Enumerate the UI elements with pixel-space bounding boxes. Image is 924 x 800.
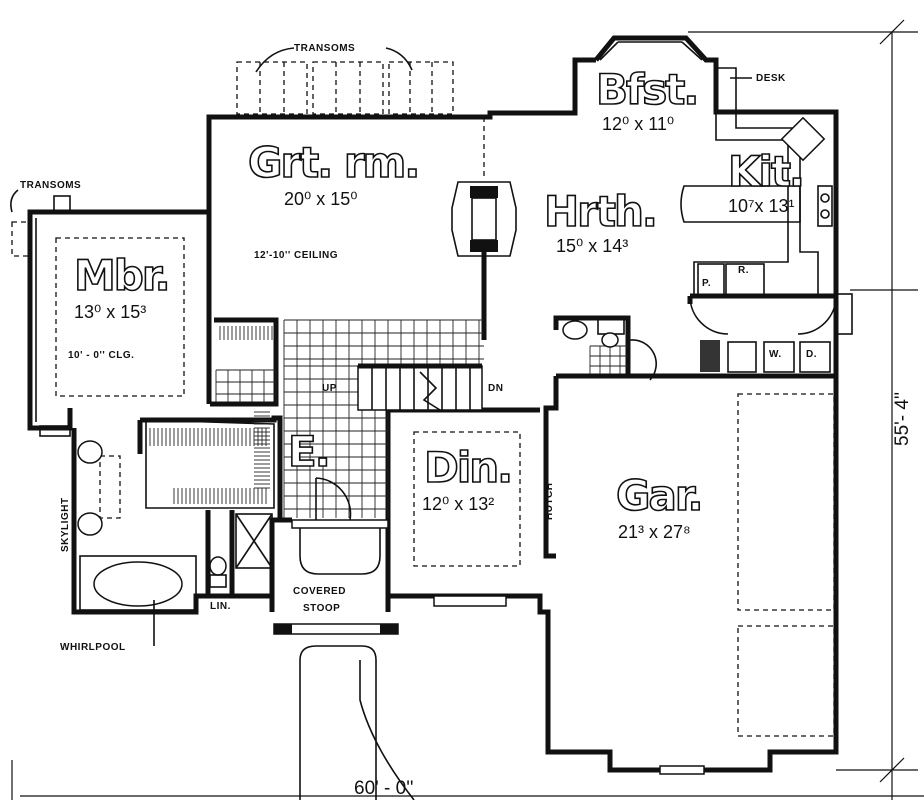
stair-up-label: UP xyxy=(322,383,337,394)
desk-label: DESK xyxy=(756,73,786,84)
whirlpool-label: WHIRLPOOL xyxy=(60,642,126,653)
transom-windows-left xyxy=(10,189,31,257)
dryer-label: D. xyxy=(806,349,817,360)
hearth-size: 15⁰ x 14³ xyxy=(556,236,628,256)
breakfast-name: Bfst. xyxy=(596,65,697,114)
dining-window xyxy=(433,595,507,607)
kitchen-cabinets xyxy=(680,67,833,297)
master-bedroom-size: 13⁰ x 15³ xyxy=(74,302,146,322)
tile-floor xyxy=(215,319,628,518)
width-dimension: 60' - 0'' xyxy=(354,778,413,799)
master-bath xyxy=(39,195,275,611)
laundry-appliances xyxy=(689,295,837,373)
master-bedroom-ceiling-note: 10' - 0'' CLG. xyxy=(68,350,134,361)
great-room-ceiling-note: 12'-10'' CEILING xyxy=(254,250,338,261)
linen-label: LIN. xyxy=(210,601,231,612)
refrigerator-label: R. xyxy=(738,265,749,276)
depth-dimension: 55'- 4'' xyxy=(892,392,913,446)
covered-stoop-label-2: STOOP xyxy=(303,603,340,614)
master-bedroom-name: Mbr. xyxy=(74,251,169,300)
stairway xyxy=(357,363,483,411)
transom-windows-top xyxy=(236,47,454,115)
dining-ceiling-outline xyxy=(413,431,521,567)
dining-name: Din. xyxy=(424,443,511,492)
stair-down-label: DN xyxy=(488,383,503,394)
covered-stoop-label-1: COVERED xyxy=(293,586,346,597)
hutch-label: HUTCH xyxy=(544,483,555,521)
transoms-left-label: TRANSOMS xyxy=(20,180,81,191)
kitchen-name: Kit. xyxy=(728,147,803,196)
entry-name: E. xyxy=(288,427,329,476)
skylight-label: SKYLIGHT xyxy=(60,497,71,552)
dining-size: 12⁰ x 13² xyxy=(422,494,494,514)
fireplace-icon xyxy=(451,181,517,257)
transoms-top-label: TRANSOMS xyxy=(294,43,355,54)
dimension-lines xyxy=(11,19,924,800)
interior-walls xyxy=(137,212,836,596)
powder-room xyxy=(562,317,657,381)
kitchen-size: 10⁷x 13¹ xyxy=(728,196,795,216)
hearth-name: Hrth. xyxy=(544,187,656,236)
entry-stoop xyxy=(273,477,415,800)
breakfast-size: 12⁰ x 11⁰ xyxy=(602,114,674,134)
garage-doors xyxy=(659,293,853,775)
washer-label: W. xyxy=(769,349,782,360)
garage-name: Gar. xyxy=(616,471,702,520)
mbr-ceiling-outline xyxy=(55,237,185,397)
pantry-label: P. xyxy=(702,278,711,289)
garage-size: 21³ x 27⁸ xyxy=(618,522,691,542)
great-room-name: Grt. rm. xyxy=(248,138,418,187)
great-room-size: 20⁰ x 15⁰ xyxy=(284,189,357,209)
